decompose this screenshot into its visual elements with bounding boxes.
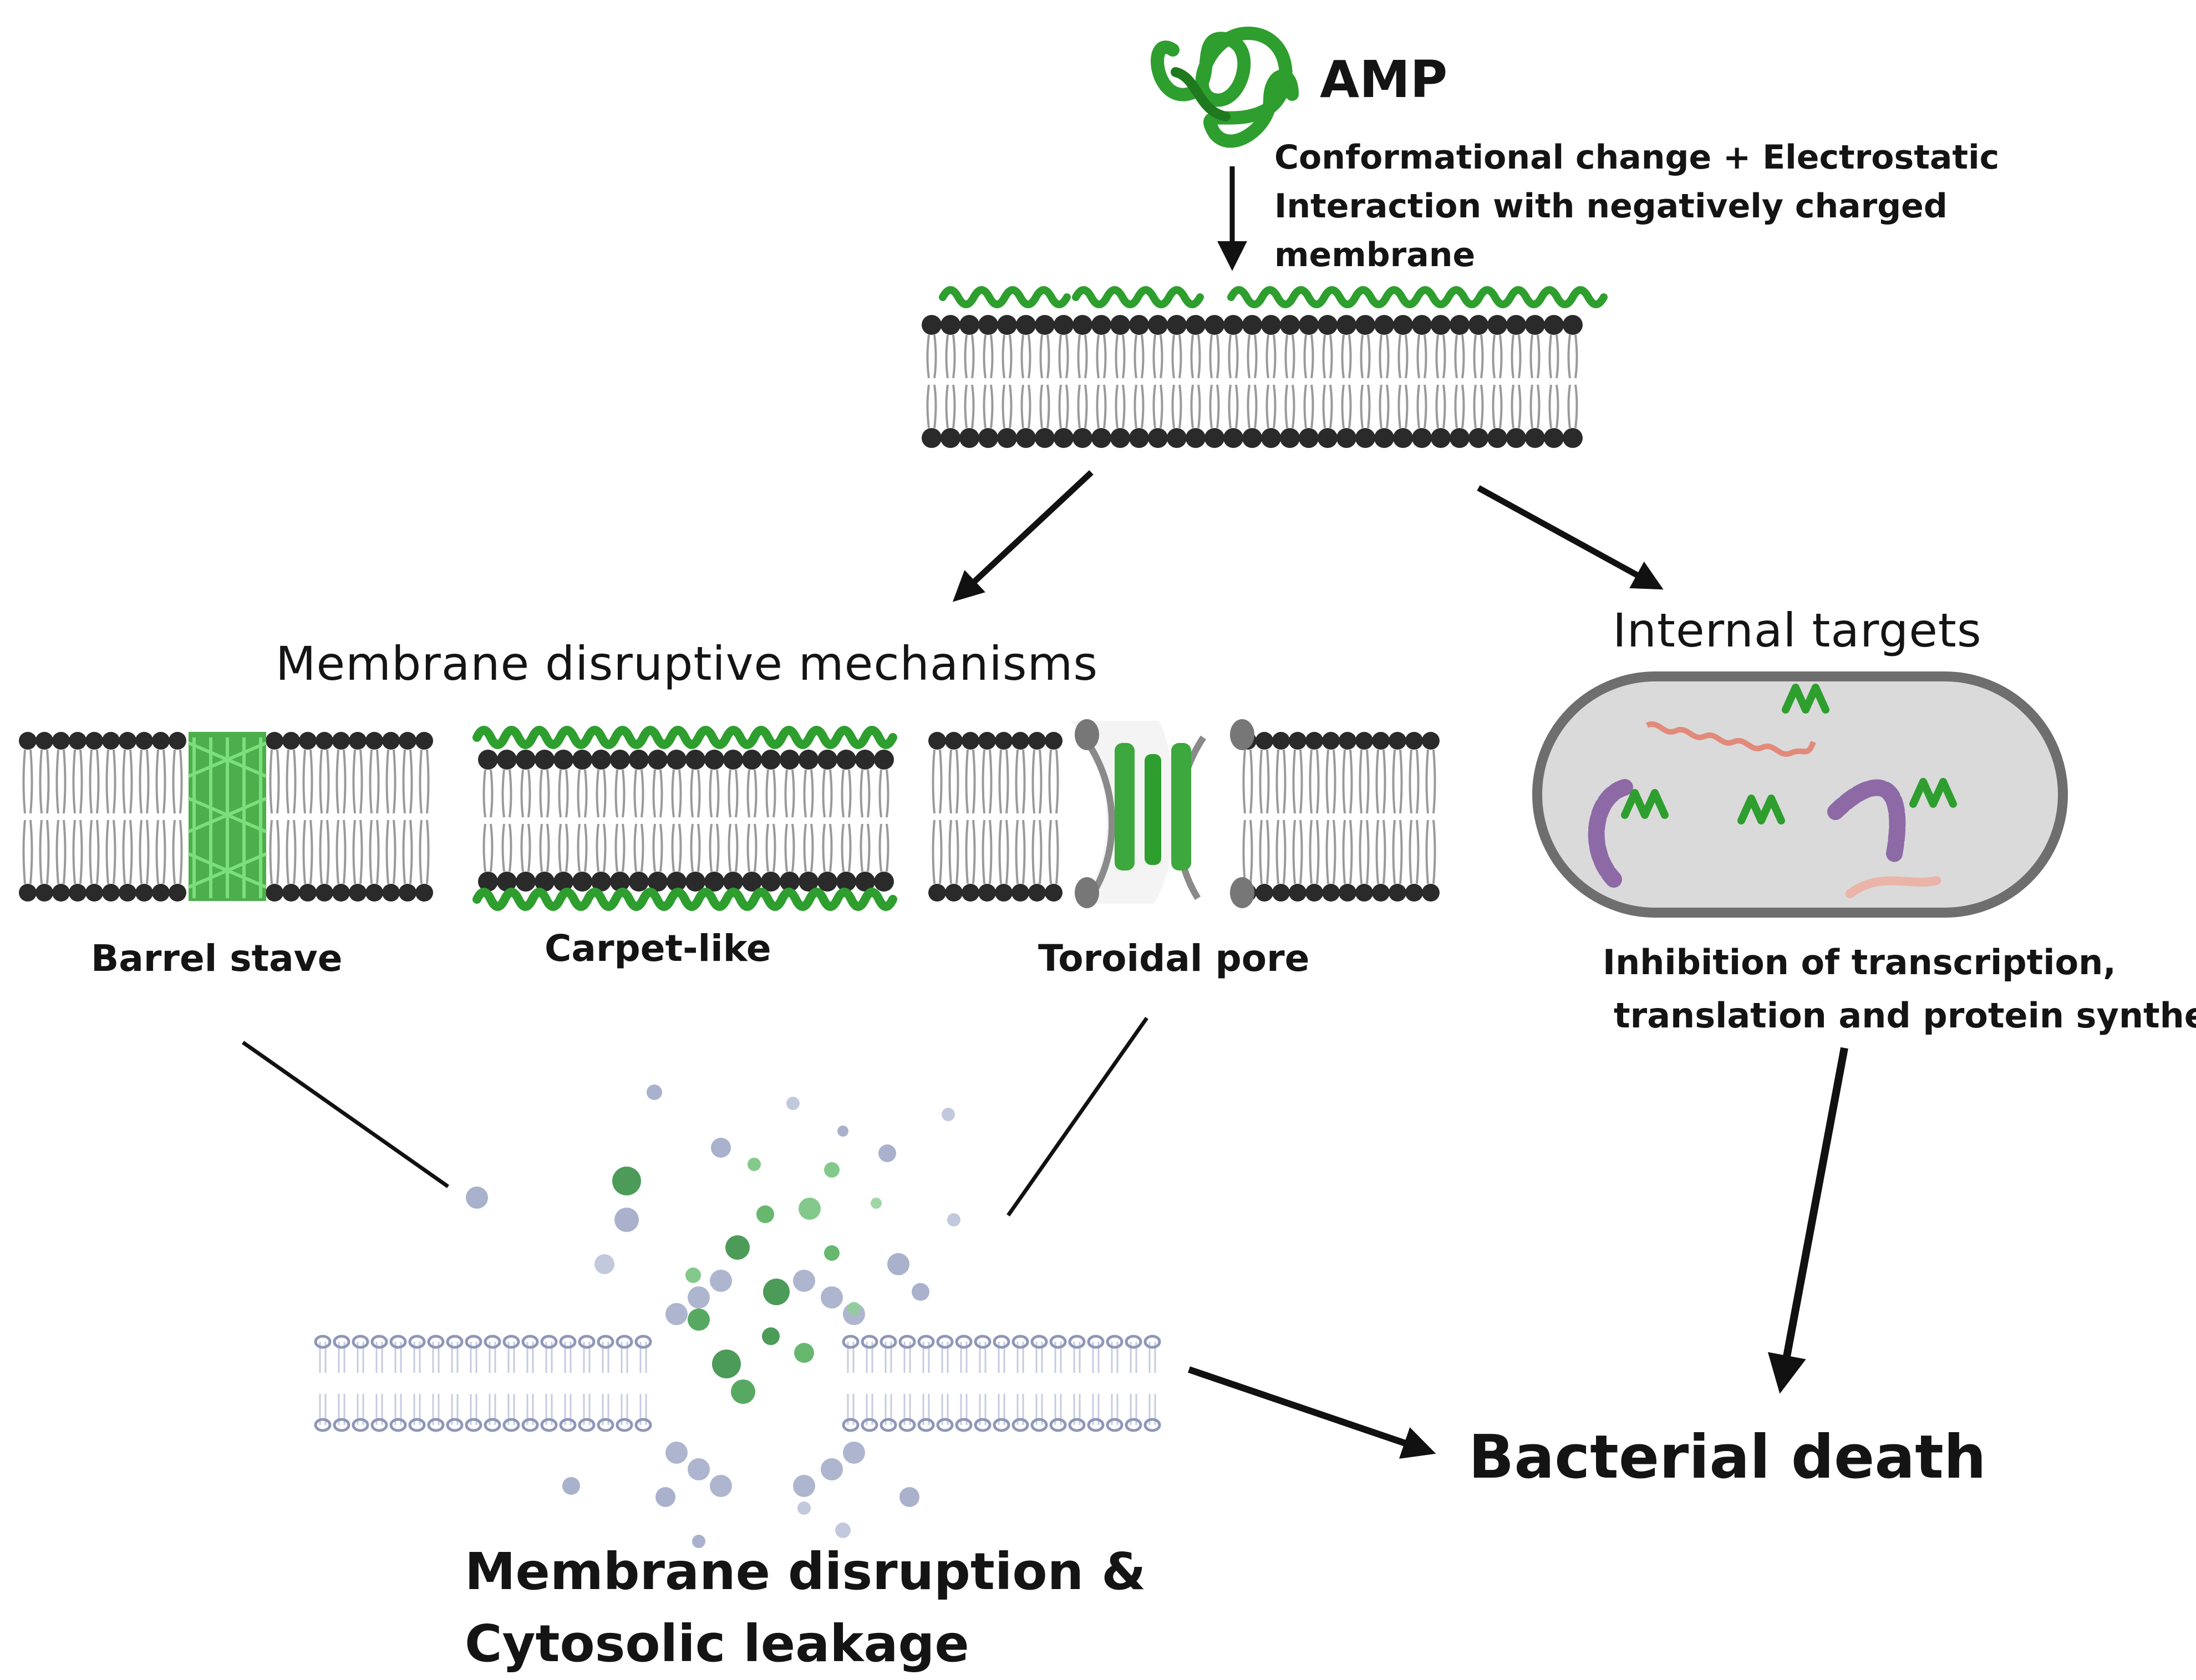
arrow-internal-to-death [1767,1047,1848,1394]
amp-label: AMP [1320,50,1448,109]
rna-strand [1645,721,1816,757]
line-barrel-to-disruption [241,1041,450,1188]
amp-inside-4 [1909,778,1957,808]
amp-inside-3 [1737,795,1785,824]
toroidal-pore-label: Toroidal pore [1038,937,1310,980]
carpet-like-label: Carpet-like [545,927,771,970]
top-membrane [922,315,1583,448]
membrane-disruption-line: Membrane disruption & [465,1542,1146,1601]
internal-targets-line: translation and protein synthesis [1614,995,2196,1036]
membrane-disruption-label: Membrane disruption & Cytosolic leakage [465,1536,1146,1680]
dna-strand-right [1827,779,1906,862]
carpet-like-peptides [472,726,897,911]
bacterial-death-label: Bacterial death [1468,1423,1986,1492]
cytosolic-leakage-particles [466,1085,960,1548]
arrow-to-membrane-mechanisms [952,470,1094,602]
membrane-disruptive-title: Membrane disruptive mechanisms [276,637,1099,691]
toroidal-pore-membrane [928,732,1440,902]
arrow-to-internal-targets [1477,485,1664,590]
disrupted-membrane [314,1270,1161,1497]
amp-description-line: Conformational change + Electrostatic [1274,138,2000,177]
internal-targets-title: Internal targets [1613,603,1982,658]
rna-strand-bottom [1846,876,1941,898]
membrane-disruption-line: Cytosolic leakage [465,1614,969,1673]
amp-inside-1 [1782,684,1829,714]
amp-peptide-icon [1151,26,1299,148]
barrel-stave-pore [187,732,267,901]
internal-targets-line: Inhibition of transcription, [1603,942,2116,982]
barrel-stave-label: Barrel stave [91,937,343,980]
dna-strand-left [1588,779,1633,888]
line-toroidal-to-disruption [1006,1016,1148,1217]
surface-bound-amps [939,286,1608,308]
internal-targets-description: Inhibition of transcription, translation… [1603,936,2196,1042]
toroidal-pore [1070,719,1254,908]
barrel-stave-membrane [19,732,433,902]
carpet-like-membrane [478,750,894,892]
amp-description: Conformational change + Electrostatic In… [1274,133,1999,279]
amp-inside-2 [1621,789,1669,819]
arrow-disruption-to-death [1188,1366,1436,1459]
amp-description-line: membrane [1274,236,1476,274]
amp-description-line: Interaction with negatively charged [1274,187,1948,226]
bacterial-cell [1532,671,2068,918]
